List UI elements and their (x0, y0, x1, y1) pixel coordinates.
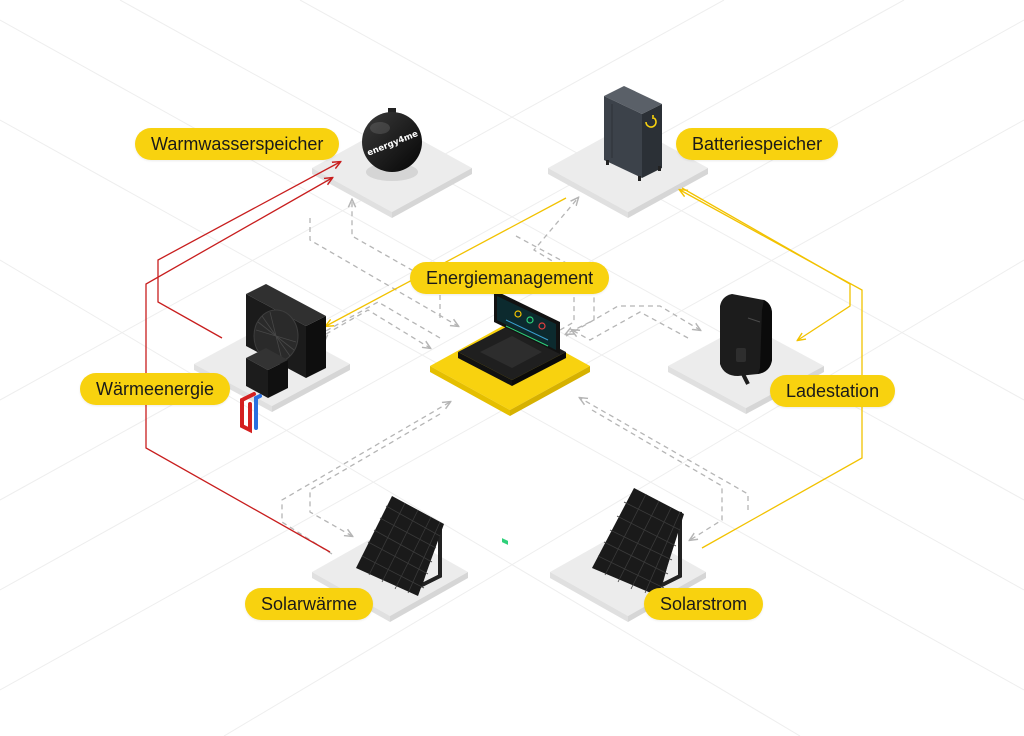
photovoltaic-panel-icon (592, 488, 684, 596)
label-solarwaerme: Solarwärme (245, 588, 374, 620)
label-warmwasserspeicher: Warmwasserspeicher (135, 128, 340, 160)
data-link-solarwaerme (281, 402, 450, 555)
heat-link-solar-to-tank (145, 178, 332, 553)
data-link-solarwaerme-in (309, 413, 441, 536)
data-link-wallbox-in (572, 311, 689, 341)
heat-pipes-icon (240, 392, 262, 434)
heat-pump-icon (246, 284, 326, 398)
data-link-pump-in (324, 301, 441, 342)
data-link-solarstrom-in (591, 409, 723, 540)
label-ladestation: Ladestation (770, 375, 896, 407)
laptop-icon (458, 290, 566, 545)
heat-connections (145, 162, 340, 553)
data-link-pump-out (325, 309, 430, 348)
data-link-solarstrom (580, 398, 749, 510)
dashboard-screen (502, 310, 549, 545)
label-solarstrom: Solarstrom (644, 588, 764, 620)
data-link-tank-out (309, 218, 458, 326)
data-link-battery-out (515, 235, 595, 334)
battery-cabinet-icon (604, 86, 662, 181)
solar-thermal-panel-icon (356, 496, 444, 596)
label-batteriespeicher: Batteriespeicher (676, 128, 839, 160)
data-link-wallbox-out (565, 305, 700, 337)
data-link-tank-in (352, 200, 441, 318)
power-link-battery-to-wallbox (681, 187, 851, 340)
power-link-solar-to-battery (680, 190, 863, 549)
label-waermeenergie: Wärmeenergie (80, 373, 231, 405)
hot-water-tank-icon: energy4me (362, 108, 422, 181)
wallbox-icon (720, 294, 772, 385)
heat-link-pump-to-tank (157, 162, 340, 339)
label-energiemanagement: Energiemanagement (410, 262, 610, 294)
